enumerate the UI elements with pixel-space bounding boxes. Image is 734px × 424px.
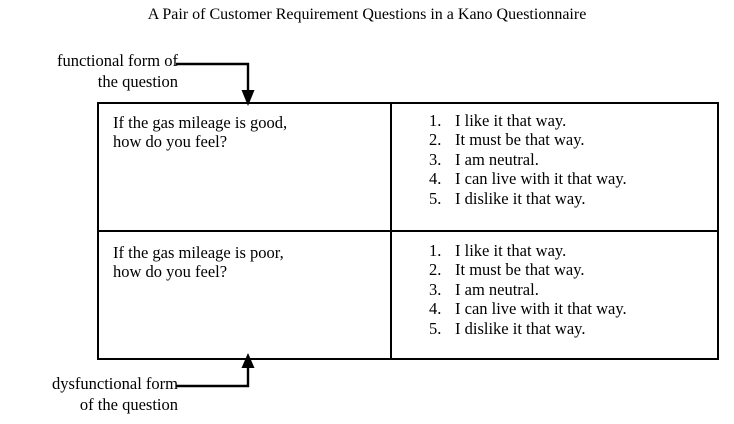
list-item[interactable]: 1. I like it that way. <box>392 241 717 260</box>
list-item[interactable]: 4. I can live with it that way. <box>392 299 717 318</box>
answer-text: I am neutral. <box>455 279 539 299</box>
kano-questionnaire-table: If the gas mileage is good, how do you f… <box>97 102 719 360</box>
table-row: If the gas mileage is good, how do you f… <box>97 102 719 232</box>
list-item[interactable]: 5. I dislike it that way. <box>392 319 717 338</box>
answers-cell-dysfunctional: 1. I like it that way. 2. It must be that … <box>390 230 719 360</box>
list-item[interactable]: 4. I can live with it that way. <box>392 169 717 188</box>
question-cell-dysfunctional: If the gas mileage is poor, how do you f… <box>97 230 392 360</box>
answer-number: 1. <box>429 111 442 130</box>
list-item[interactable]: 2. It must be that way. <box>392 130 717 149</box>
question-text: If the gas mileage is good, how do you f… <box>99 104 390 151</box>
answers-cell-functional: 1. I like it that way. 2. It must be that … <box>390 102 719 232</box>
answer-number: 1. <box>429 241 442 260</box>
question-cell-functional: If the gas mileage is good, how do you f… <box>97 102 392 232</box>
functional-form-label-line2: the question <box>97 72 178 91</box>
functional-form-label: functional form of the question <box>6 50 178 92</box>
list-item[interactable]: 5. I dislike it that way. <box>392 189 717 208</box>
answer-number: 3. <box>429 279 442 299</box>
list-item[interactable]: 3. I am neutral. <box>392 150 717 169</box>
answer-text: I can live with it that way. <box>455 169 627 189</box>
answer-text: I can live with it that way. <box>455 299 627 319</box>
answer-text: I am neutral. <box>455 149 539 169</box>
answer-number: 4. <box>429 299 442 319</box>
dysfunctional-form-label-line2: of the question <box>79 395 178 414</box>
dysfunctional-form-label-line1: dysfunctional form <box>51 374 178 393</box>
question-line1: If the gas mileage is poor, <box>113 243 284 262</box>
answer-list: 1. I like it that way. 2. It must be that … <box>392 104 717 208</box>
answer-number: 2. <box>429 260 442 280</box>
answer-list: 1. I like it that way. 2. It must be that … <box>392 232 717 338</box>
dysfunctional-form-label: dysfunctional form of the question <box>6 373 178 415</box>
list-item[interactable]: 2. It must be that way. <box>392 260 717 279</box>
answer-text: I like it that way. <box>455 241 567 260</box>
page-title: A Pair of Customer Requirement Questions… <box>147 6 587 23</box>
answer-number: 4. <box>429 169 442 189</box>
answer-text: I dislike it that way. <box>455 188 586 208</box>
question-text: If the gas mileage is poor, how do you f… <box>99 232 390 281</box>
answer-number: 5. <box>429 188 442 208</box>
answer-text: It must be that way. <box>455 260 585 280</box>
list-item[interactable]: 3. I am neutral. <box>392 280 717 299</box>
question-line1: If the gas mileage is good, <box>113 113 288 132</box>
elbow-arrow-down-icon <box>176 62 255 106</box>
functional-form-label-line1: functional form of <box>57 51 178 70</box>
question-line2: how do you feel? <box>113 262 228 281</box>
list-item[interactable]: 1. I like it that way. <box>392 111 717 130</box>
question-line2: how do you feel? <box>113 132 228 151</box>
table-row: If the gas mileage is poor, how do you f… <box>97 230 719 360</box>
answer-text: I like it that way. <box>455 111 567 130</box>
answer-number: 3. <box>429 149 442 169</box>
answer-number: 5. <box>429 318 442 338</box>
answer-number: 2. <box>429 130 442 150</box>
answer-text: It must be that way. <box>455 130 585 150</box>
answer-text: I dislike it that way. <box>455 318 586 338</box>
